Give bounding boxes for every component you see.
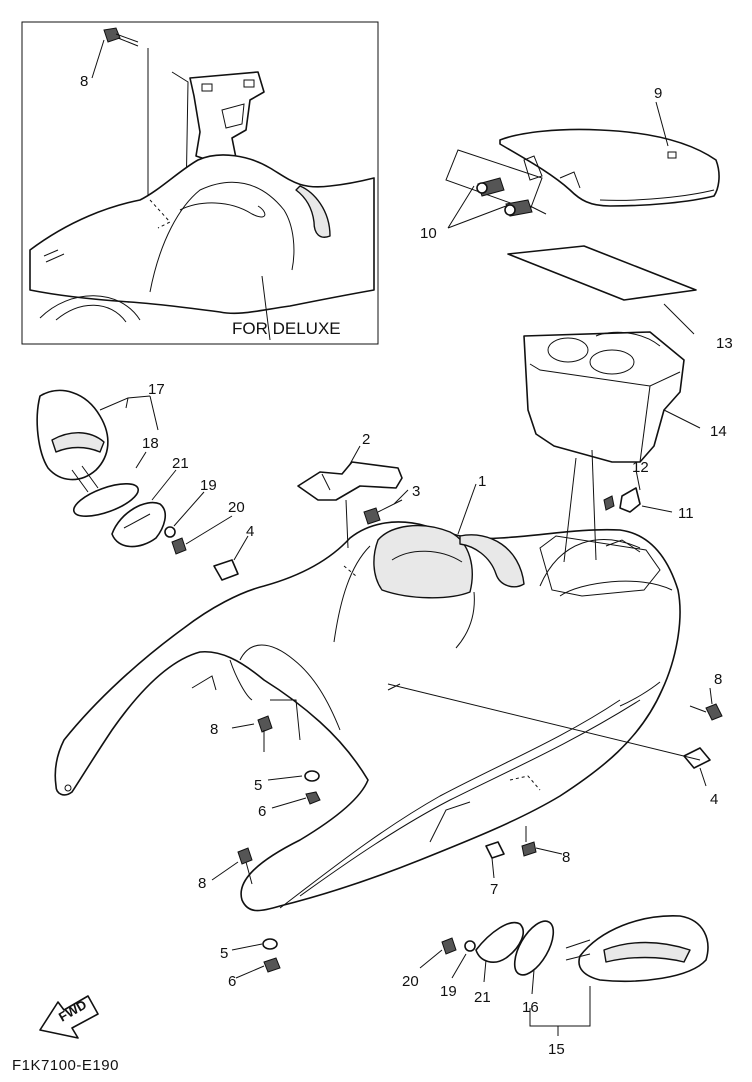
clip-7	[485, 841, 505, 859]
callout-15: 15	[548, 1041, 565, 1058]
callout-17: 17	[148, 381, 165, 398]
fwd-arrow: FWD	[39, 995, 99, 1039]
bolt-8-left-upper	[257, 715, 273, 752]
drawing-code: F1K7100-E190	[12, 1057, 119, 1074]
callout-7: 7	[490, 881, 498, 898]
storage-lid	[499, 128, 720, 207]
gasket-16	[513, 920, 555, 976]
callout-5-upper: 5	[254, 777, 262, 794]
callout-12: 12	[632, 459, 649, 476]
clip-4-upper	[213, 559, 239, 581]
bolt-3	[363, 499, 403, 525]
grab-handle	[297, 461, 403, 549]
callout-5-lower: 5	[220, 945, 228, 962]
nut-6-lower	[263, 957, 281, 973]
callout-11: 11	[678, 505, 694, 522]
latch-parts	[445, 149, 547, 217]
nut-6-upper	[305, 791, 321, 805]
callout-1: 1	[478, 473, 486, 490]
washer-5-upper	[304, 770, 320, 782]
callout-20-left: 20	[228, 499, 245, 516]
callout-6-lower: 6	[228, 973, 236, 990]
callout-8-right: 8	[714, 671, 722, 688]
callout-8-left-lower: 8	[198, 875, 206, 892]
bolt-8-right	[689, 703, 723, 721]
inset-caption: FOR DELUXE	[232, 319, 341, 338]
mirror-left-assembly	[36, 389, 187, 555]
bolt-8-left-lower	[237, 847, 253, 885]
callout-21-left: 21	[172, 455, 189, 472]
screw-12	[603, 495, 615, 511]
washer-5-lower	[262, 938, 278, 950]
storage-mat	[507, 245, 697, 301]
callout-4-lower: 4	[710, 791, 718, 808]
clip-4-lower	[683, 747, 711, 769]
callout-6-upper: 6	[258, 803, 266, 820]
callout-16: 16	[522, 999, 539, 1016]
seat-body	[54, 521, 681, 912]
callout-10: 10	[420, 225, 437, 242]
callout-13: 13	[716, 335, 733, 352]
callout-20-right: 20	[402, 973, 419, 990]
storage-box	[523, 331, 685, 463]
callout-8-left-upper: 8	[210, 721, 218, 738]
callout-2: 2	[362, 431, 370, 448]
callout-3: 3	[412, 483, 420, 500]
callout-21-right: 21	[474, 989, 491, 1006]
deluxe-inset: FOR DELUXE 8	[21, 21, 379, 345]
plate-21-left	[111, 501, 167, 548]
latch-11	[619, 487, 641, 513]
inset-bolt	[103, 27, 139, 47]
callout-19-right: 19	[440, 983, 457, 1000]
callout-19-left: 19	[200, 477, 217, 494]
callouts: 1 2 3 4 4 5 5 6 6 7 8 8 8 8 9 10 11 12 1…	[142, 85, 733, 1058]
plate-21-right	[475, 921, 524, 963]
mirror-right-assembly	[441, 915, 709, 982]
leader-lines	[99, 101, 713, 1036]
callout-4-upper: 4	[246, 523, 254, 540]
callout-9: 9	[654, 85, 662, 102]
callout-8-bottom: 8	[562, 849, 570, 866]
gasket-18	[72, 483, 140, 517]
callout-8-inset: 8	[80, 73, 88, 90]
callout-18: 18	[142, 435, 159, 452]
callout-14: 14	[710, 423, 727, 440]
bolt-8-bottom	[521, 826, 537, 857]
